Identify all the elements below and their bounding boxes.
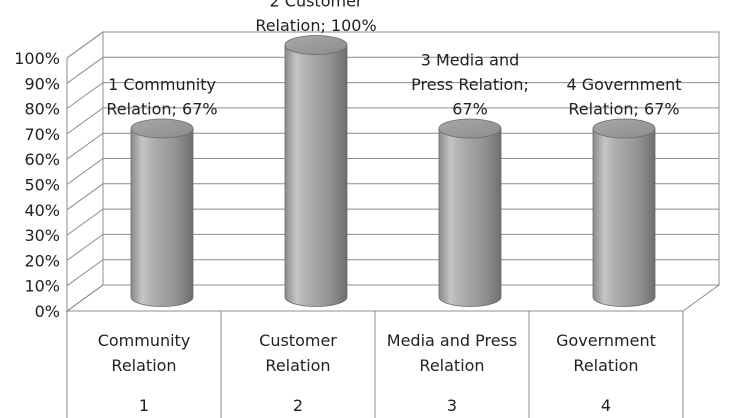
gridlines [66, 31, 719, 312]
data-label: 4 Government [566, 75, 681, 94]
gridline [66, 259, 719, 287]
bar-top [130, 118, 194, 139]
y-tick-label: 90% [24, 74, 60, 93]
data-label: Press Relation; [411, 75, 529, 94]
bar-body [130, 128, 194, 307]
x-category-index: 2 [293, 396, 303, 415]
bar-top [284, 35, 348, 55]
gridline [66, 82, 719, 110]
x-category-label: Relation [573, 356, 638, 375]
bar [438, 118, 502, 307]
y-tick-label: 0% [35, 302, 60, 321]
data-label: 1 Community [108, 75, 216, 94]
x-category-label: Media and Press [387, 331, 517, 350]
x-category-label: Relation [111, 356, 176, 375]
bar [130, 118, 194, 307]
data-label: 2 Customer [270, 0, 363, 11]
data-label: Relation; 100% [255, 16, 376, 35]
gridline [66, 208, 719, 236]
y-tick-label: 60% [24, 150, 60, 169]
data-label: 67% [452, 99, 488, 118]
gridline [66, 132, 719, 160]
bar-body [592, 128, 656, 307]
bar-top [438, 118, 502, 139]
gridline [66, 31, 719, 59]
bars [130, 35, 656, 307]
data-label: 3 Media and [421, 50, 520, 69]
data-label: Relation; 67% [568, 99, 679, 118]
y-tick-label: 100% [14, 49, 60, 68]
y-tick-label: 20% [24, 251, 60, 270]
y-tick-label: 80% [24, 100, 60, 119]
gridline [66, 107, 719, 135]
y-tick-label: 30% [24, 226, 60, 245]
y-axis-ticks: 0% 10% 20% 30% 40% 50% 60% 70% 80% 90% 100% [14, 49, 68, 321]
bar-body [284, 44, 348, 307]
x-category-label: Relation [265, 356, 330, 375]
x-category-index: 3 [447, 396, 457, 415]
x-category-index: 1 [139, 396, 149, 415]
x-category-label: Relation [419, 356, 484, 375]
y-tick-label: 40% [24, 201, 60, 220]
y-tick-label: 70% [24, 125, 60, 144]
x-category-index: 4 [601, 396, 611, 415]
gridline [66, 158, 719, 185]
bar [592, 118, 656, 307]
bar-body [438, 128, 502, 307]
bar-top [592, 118, 656, 139]
x-category-label: Community [98, 331, 191, 350]
x-category-label: Government [556, 331, 656, 350]
gridline [66, 56, 719, 84]
gridline [66, 183, 719, 211]
x-category-label: Customer [259, 331, 337, 350]
bar [284, 35, 348, 307]
y-tick-label: 50% [24, 176, 60, 195]
gridline [66, 233, 719, 261]
gridline [66, 284, 719, 312]
data-label: Relation; 67% [106, 99, 217, 118]
y-tick-label: 10% [24, 277, 60, 296]
